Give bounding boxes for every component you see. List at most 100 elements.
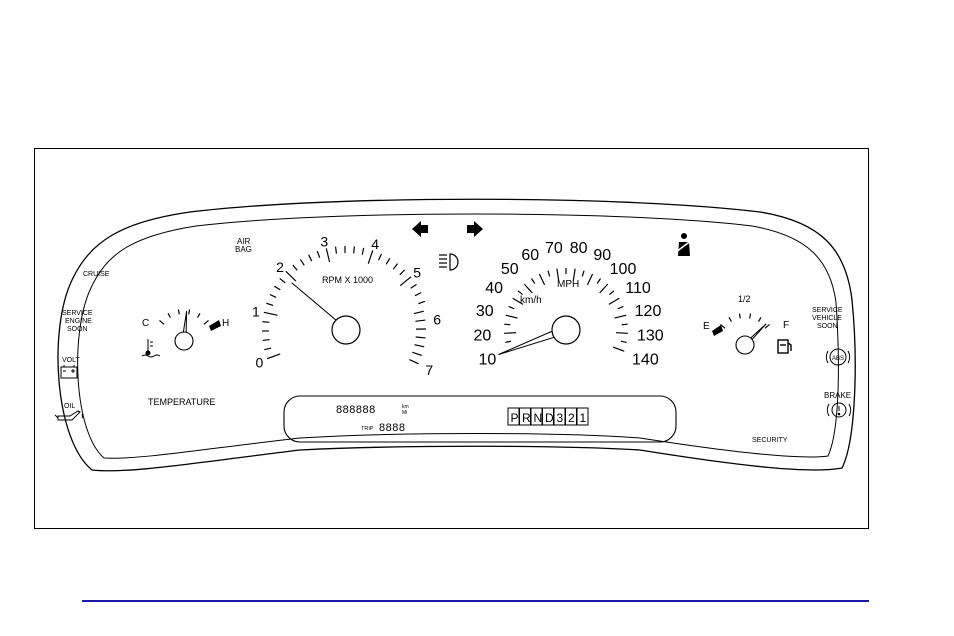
tach-hub [331,315,361,345]
brake-icon [826,402,852,418]
fuel-hub [735,335,755,355]
temperature-tick [203,319,209,325]
tach-tick [263,311,278,316]
speedo-scale-label: 70 [545,240,563,257]
tach-tick [367,250,374,264]
speedo-tick [599,283,609,294]
speedo-tick [614,314,627,319]
speedometer-unit-kmh: km/h [520,295,542,306]
speedo-tick [512,297,524,305]
fuel-tick [738,313,741,319]
speedo-scale-label: 20 [474,328,492,345]
tach-tick [415,336,426,339]
speedo-scale-label: 140 [632,352,659,369]
tach-tick [377,253,383,261]
speedo-tick [621,323,628,326]
service-vehicle-soon-line1: SERVICE [812,307,843,314]
footer-rule [82,600,869,602]
prndl-letter: R [522,411,531,425]
speedo-tick [620,340,627,343]
high-beam-icon [439,253,459,271]
tach-tick [279,277,286,284]
tach-tick [414,292,422,297]
oil-can-icon [54,410,83,421]
service-engine-soon-line1: SERVICE [62,310,93,317]
service-engine-soon-line2: ENGINE [65,318,92,325]
speedo-tick [504,332,517,334]
temperature-tick [177,309,180,315]
figure-frame [34,148,869,529]
odometer-unit-mi: Mi [402,410,407,416]
speedo-scale-label: 120 [635,303,662,320]
tach-tick [412,351,423,357]
temperature-caption: TEMPERATURE [148,397,215,407]
speedo-tick [612,346,625,352]
speedo-scale-label: 110 [625,280,651,297]
tach-scale-label: 1 [252,304,260,320]
tach-tick [413,310,424,315]
temperature-tick [167,312,172,318]
oil-label: OIL [64,403,75,410]
fuel-tick [764,323,770,329]
tach-tick [274,285,281,291]
speedo-tick [508,305,515,310]
speedo-hub [551,315,581,345]
tach-tick [361,247,365,255]
left-turn-signal-icon [412,221,428,237]
prndl-letter: N [534,411,543,425]
speedo-tick [523,283,533,294]
tach-tick [266,302,274,307]
tach-tick [334,246,338,254]
speedo-scale-label: 60 [521,247,539,264]
speedo-tick [505,314,518,319]
prndl-letter: 2 [568,411,575,425]
fuel-pump-icon [777,339,792,354]
tach-tick [266,353,281,360]
tach-scale-label: 7 [425,362,433,378]
speedo-tick [615,332,628,334]
tach-tick [299,259,305,266]
speedo-tick [530,278,536,284]
speedo-tick [556,268,560,281]
tach-tick [353,246,355,254]
tach-scale-label: 3 [320,234,328,250]
tach-tick [316,250,321,258]
tach-scale-label: 2 [276,259,284,275]
trip-digits: 8888 [379,422,405,434]
abs-icon-label: ABS [832,356,844,362]
battery-icon [60,365,78,379]
empty-zone-icon [712,325,723,336]
speedo-tick [596,278,602,284]
service-engine-soon-line3: SOON [67,326,88,333]
prndl-letter: D [545,411,554,425]
speedo-tick [617,305,624,310]
temperature-hot-label: H [222,318,229,329]
fuel-tick [749,313,752,319]
temperature-tick [159,319,165,325]
speedo-scale-label: 40 [485,280,503,297]
brake-label: BRAKE [824,391,851,400]
speedo-scale-label: 50 [501,261,519,278]
prndl-letter: 3 [557,411,564,425]
right-turn-signal-icon [467,221,483,237]
tach-tick [410,283,417,289]
prndl-box [576,407,589,426]
speedo-tick [547,270,551,277]
speedo-tick [505,340,512,343]
temperature-cold-label: C [142,318,149,329]
cruise-indicator: CRUISE [83,271,110,278]
speedo-scale-label: 80 [570,240,588,257]
tach-tick [414,344,425,348]
temperature-hub [174,331,194,351]
tach-tick [399,269,406,276]
tach-tick [285,270,297,282]
speedo-scale-label: 10 [478,352,496,369]
airbag-label-line2: BAG [235,245,252,254]
speedo-tick [504,323,511,326]
tach-tick [385,258,391,265]
speedo-tick [608,297,620,305]
speedo-scale-label: 30 [476,303,494,320]
display-pod [283,395,677,443]
